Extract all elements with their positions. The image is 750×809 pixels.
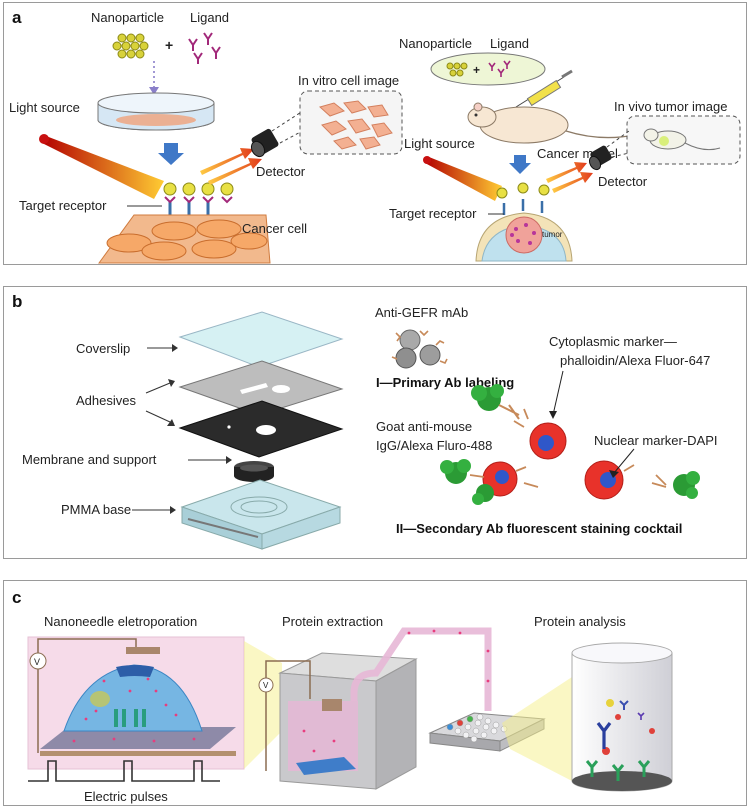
injection-mixture-bubble [430, 52, 546, 86]
cancer-cell-label: Cancer cell [242, 221, 307, 236]
detector-label-left: Detector [256, 164, 306, 179]
panel-b: b Coverslip Adhesives Membrane and suppo… [3, 286, 747, 559]
protein-extraction-label: Protein extraction [282, 614, 383, 629]
membrane-support-label: Membrane and support [22, 452, 157, 467]
emission-arrows-left [200, 148, 262, 185]
ligand-label-right: Ligand [490, 36, 529, 51]
light-source-icon-left [39, 134, 49, 144]
light-source-label-right: Light source [404, 136, 475, 151]
goat-anti-mouse-label-2: IgG/Alexa Fluro-488 [376, 438, 492, 453]
tumor-tissue [475, 212, 573, 262]
in-vivo-image-label: In vivo tumor image [614, 99, 727, 114]
ligand-cluster-left [188, 32, 221, 64]
detector-icon-left [250, 128, 279, 158]
receptor-row-left [163, 182, 234, 217]
light-beam-left [42, 136, 164, 199]
panel-a: a Nanoparticle + Ligand Light source [3, 2, 747, 265]
petri-dish [97, 92, 215, 131]
electroporation-label: Nanoneedle eletroporation [44, 614, 197, 629]
goat-anti-mouse-label-1: Goat anti-mouse [376, 419, 472, 434]
coverslip-label: Coverslip [76, 341, 130, 356]
light-beam-right [425, 157, 502, 201]
in-vitro-image-label: In vitro cell image [298, 73, 399, 88]
nanoparticle-cluster-left [112, 33, 149, 59]
anti-gefr-label: Anti-GEFR mAb [375, 305, 468, 320]
extraction-device [265, 627, 492, 790]
cytoplasmic-marker-label-2: phalloidin/Alexa Fluor-647 [560, 353, 710, 368]
panel-a-letter: a [12, 8, 22, 27]
projection-cone-2 [502, 677, 572, 781]
emission-arrows-right [546, 162, 593, 193]
detector-icon-right [588, 145, 612, 171]
nuclear-marker-label: Nuclear marker-DAPI [594, 433, 718, 448]
device-exploded-view [178, 311, 344, 550]
voltmeter-icon-1 [29, 652, 47, 670]
nanoparticle-label-right: Nanoparticle [399, 36, 472, 51]
electroporation-chamber [27, 636, 245, 770]
panel-b-figure: b Coverslip Adhesives Membrane and suppo… [12, 292, 718, 550]
adhesives-label: Adhesives [76, 393, 136, 408]
plus-sign-right: + [473, 63, 480, 77]
light-source-icon-right [423, 156, 431, 164]
ligand-label-left: Ligand [190, 10, 229, 25]
syringe-icon [515, 69, 573, 108]
protein-analysis-label: Protein analysis [534, 614, 626, 629]
cytoplasmic-marker-label-1: Cytoplasmic marker— [549, 334, 677, 349]
target-receptor-label-right: Target receptor [389, 206, 477, 221]
cancer-cell-sheet [98, 214, 271, 264]
ligand-cluster-right [488, 60, 511, 77]
analysis-well-cylinder [571, 642, 673, 792]
light-source-label-left: Light source [9, 100, 80, 115]
secondary-stained-cells [440, 384, 700, 505]
panel-c: c Nanoneedle eletroporation Protein extr… [3, 580, 747, 806]
tumor-label: tumor [542, 230, 563, 239]
nanoparticle-cluster-right [446, 62, 468, 77]
down-arrow-left [158, 143, 184, 165]
nanoparticle-label-left: Nanoparticle [91, 10, 164, 25]
primary-labeled-cells [391, 329, 448, 369]
panel-c-figure: c Nanoneedle eletroporation Protein extr… [12, 588, 673, 804]
projection-cone-1 [244, 641, 282, 769]
panel-a-figure: a Nanoparticle + Ligand Light source [9, 8, 741, 264]
receptor-row-right [496, 182, 550, 215]
panel-c-letter: c [12, 588, 21, 607]
voltmeter-label-1: V [34, 657, 40, 667]
voltmeter-icon-2 [258, 677, 274, 693]
target-receptor-label-left: Target receptor [19, 198, 107, 213]
plus-sign-left: + [165, 37, 173, 53]
secondary-staining-label: II—Secondary Ab fluorescent staining coc… [396, 521, 682, 536]
pmma-base-label: PMMA base [61, 502, 131, 517]
electric-pulses-waveform [28, 760, 220, 782]
in-vivo-mouse [643, 128, 721, 151]
detector-label-right: Detector [598, 174, 648, 189]
voltmeter-label-2: V [263, 681, 269, 690]
panel-b-letter: b [12, 292, 22, 311]
electric-pulses-label: Electric pulses [84, 789, 168, 804]
coverslip-layer [178, 311, 344, 368]
in-vitro-cells [318, 100, 393, 150]
down-arrow-right [509, 155, 531, 174]
